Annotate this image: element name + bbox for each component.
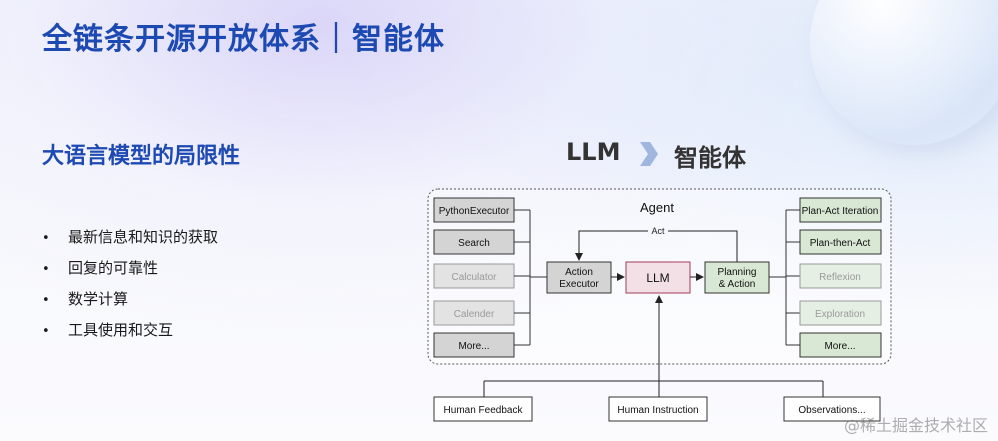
tool-box-more (433, 332, 515, 358)
planning-label-line1: Planning (718, 267, 757, 278)
heading-llm: LLM (566, 138, 621, 166)
bullet-marker: • (42, 231, 50, 246)
list-item-text: 最新信息和知识的获取 (68, 228, 219, 246)
limitations-list: • 最新信息和知识的获取 • 回复的可靠性 • 数学计算 • 工具使用和交互 (42, 222, 218, 346)
tool-label: More... (458, 341, 489, 352)
input-label: Human Feedback (444, 405, 524, 416)
strategy-connectors (769, 209, 800, 346)
tool-label: Search (458, 238, 490, 249)
strategy-boxes: Plan-Act Iteration Plan-then-Act Reflexi… (799, 197, 882, 358)
input-box-human-instruction (608, 396, 708, 422)
tool-connectors (514, 209, 547, 346)
tool-boxes: PythonExecutor Search Calculator Calende… (433, 197, 515, 358)
strategy-label: More... (824, 341, 855, 352)
input-box-observations (783, 396, 881, 422)
page-title: 全链条开源开放体系｜智能体 (42, 22, 445, 57)
list-item: • 工具使用和交互 (42, 315, 218, 346)
bullet-marker: • (42, 324, 50, 339)
list-item: • 回复的可靠性 (42, 253, 218, 284)
agent-label: Agent (640, 200, 674, 215)
tool-box-calculator (433, 263, 515, 289)
tool-label: PythonExecutor (439, 206, 510, 217)
tool-box-search (433, 229, 515, 255)
list-item: • 数学计算 (42, 284, 218, 315)
input-box-human-feedback (433, 396, 533, 422)
llm-label: LLM (646, 271, 669, 285)
list-item-text: 数学计算 (68, 290, 129, 308)
list-item-text: 工具使用和交互 (68, 321, 174, 339)
list-item: • 最新信息和知识的获取 (42, 222, 218, 253)
action-executor-box (546, 261, 612, 294)
strategy-box-reflexion (799, 263, 882, 289)
strategy-label: Reflexion (819, 272, 861, 283)
tool-label: Calculator (451, 272, 497, 283)
act-label-bg (648, 225, 668, 236)
list-item-text: 回复的可靠性 (68, 259, 159, 277)
llm-box (625, 261, 691, 294)
input-label: Human Instruction (617, 405, 698, 416)
heading-agent: 智能体 (674, 144, 746, 172)
act-label: Act (651, 226, 665, 236)
strategy-label: Plan-then-Act (810, 238, 871, 249)
strategy-label: Plan-Act Iteration (802, 206, 879, 217)
action-executor-label-line1: Action (565, 267, 593, 278)
bullet-marker: • (42, 293, 50, 308)
watermark: @稀土掘金技术社区 (843, 416, 988, 435)
input-label: Observations... (798, 405, 865, 416)
section-subtitle: 大语言模型的局限性 (42, 144, 241, 169)
planning-label-line2: & Action (719, 279, 756, 290)
strategy-box-plan-act-iteration (799, 197, 882, 223)
input-connectors (483, 295, 824, 397)
strategy-label: Exploration (815, 309, 865, 320)
action-executor-label-line2: Executor (559, 279, 599, 290)
tool-label: Calender (454, 309, 495, 320)
strategy-box-more (799, 332, 882, 358)
strategy-box-plan-then-act (799, 229, 882, 255)
tool-box-calender (433, 300, 515, 326)
chevron-right-icon (640, 142, 658, 166)
strategy-box-exploration (799, 300, 882, 326)
bullet-marker: • (42, 262, 50, 277)
tool-box-python-executor (433, 197, 515, 223)
